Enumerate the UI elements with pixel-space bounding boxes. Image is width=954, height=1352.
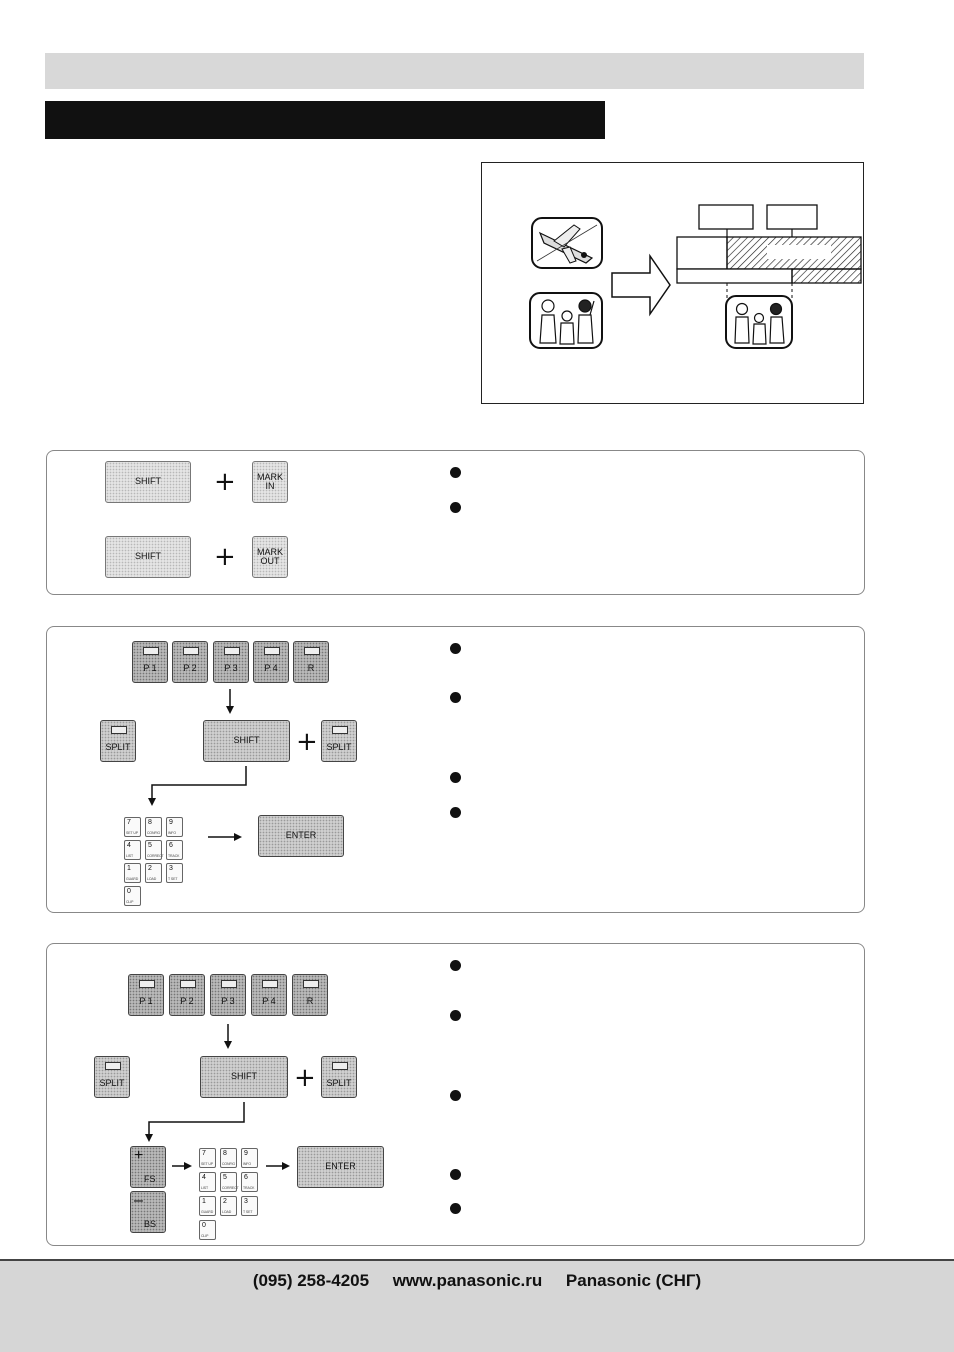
split-edit-illustration — [481, 162, 864, 404]
bullet-point — [450, 1090, 461, 1101]
bullet-point — [450, 467, 461, 478]
r-key[interactable]: R — [292, 974, 328, 1016]
split-key[interactable]: SPLIT — [100, 720, 136, 762]
p3-key[interactable]: P 3 — [210, 974, 246, 1016]
bullet-point — [450, 692, 461, 703]
footer-phone: (095) 258-4205 — [252, 1271, 370, 1290]
shift-key[interactable]: SHIFT — [105, 536, 191, 578]
p3-key[interactable]: P 3 — [213, 641, 249, 683]
p1-key[interactable]: P 1 — [128, 974, 164, 1016]
tv-frame-output — [725, 295, 793, 349]
subsection-title-bar — [45, 101, 605, 139]
split-edit-diagram — [529, 204, 862, 349]
p2-key[interactable]: P 2 — [172, 641, 208, 683]
plus-sign: + — [214, 542, 236, 572]
footer-bar: (095) 258-4205 www.panasonic.ru Panasoni… — [0, 1259, 954, 1352]
tv-frame-people — [529, 292, 603, 349]
split-key[interactable]: SPLIT — [94, 1056, 130, 1098]
bullet-point — [450, 1010, 461, 1021]
video-track — [676, 236, 862, 270]
bs-key[interactable]: – BS — [130, 1191, 166, 1233]
bullet-point — [450, 807, 461, 818]
plus-sign: + — [214, 467, 236, 497]
audio-track — [676, 268, 862, 284]
shift-key[interactable]: SHIFT — [105, 461, 191, 503]
footer-brand: Panasonic (СНГ) — [565, 1271, 702, 1290]
big-arrow-icon — [611, 253, 671, 317]
bullet-point — [450, 772, 461, 783]
section-header-bar — [45, 53, 864, 89]
split-key-right[interactable]: SPLIT — [321, 720, 357, 762]
r-key[interactable]: R — [293, 641, 329, 683]
plus-sign: + — [294, 1063, 316, 1093]
timeline-label-box-1 — [698, 204, 754, 230]
footer-contact: (095) 258-4205 www.panasonic.ru Panasoni… — [0, 1271, 954, 1291]
bullet-point — [450, 1203, 461, 1214]
bullet-point — [450, 502, 461, 513]
bullet-point — [450, 960, 461, 971]
split-key-right[interactable]: SPLIT — [321, 1056, 357, 1098]
shift-key[interactable]: SHIFT — [203, 720, 290, 762]
fs-key[interactable]: + FS — [130, 1146, 166, 1188]
p4-key[interactable]: P 4 — [251, 974, 287, 1016]
footer-website[interactable]: www.panasonic.ru — [392, 1271, 543, 1290]
tv-frame-airplane — [531, 217, 603, 269]
p1-key[interactable]: P 1 — [132, 641, 168, 683]
p2-key[interactable]: P 2 — [169, 974, 205, 1016]
p4-key[interactable]: P 4 — [253, 641, 289, 683]
enter-key[interactable]: ENTER — [258, 815, 344, 857]
bullet-point — [450, 1169, 461, 1180]
bullet-point — [450, 643, 461, 654]
plus-sign: + — [296, 727, 318, 757]
enter-key[interactable]: ENTER — [297, 1146, 384, 1188]
shift-key[interactable]: SHIFT — [200, 1056, 288, 1098]
